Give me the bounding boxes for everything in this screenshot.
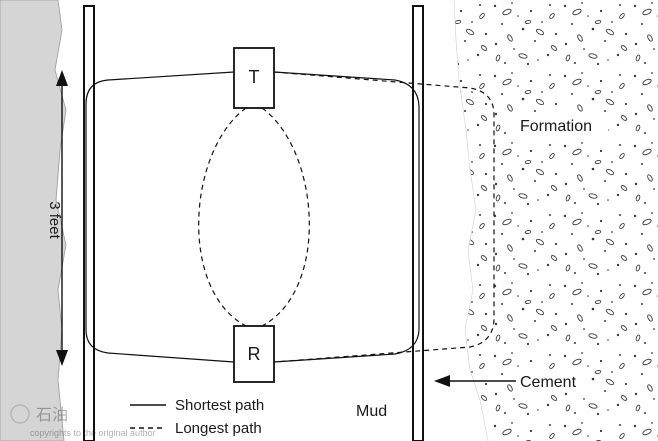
spacing-label: 3 feet [46, 201, 63, 239]
shortest-path-solid [85, 71, 235, 363]
watermark-logo-text: 石油 [36, 406, 68, 424]
watermark: 石油 copyrights to the original author [10, 404, 156, 438]
formation-label-bg [512, 112, 608, 136]
right-casing-wall [412, 5, 424, 441]
legend-solid-label: Shortest path [175, 397, 264, 414]
receiver-label: R [248, 344, 261, 364]
transmitter-box [233, 47, 275, 109]
mud-wave-lens [198, 107, 310, 327]
cement-boundary [453, 0, 489, 441]
shortest-path-solid-right [273, 71, 420, 363]
spacing-arrow-up [56, 70, 68, 86]
cement-label: Cement [520, 374, 577, 391]
legend-dashed-label: Longest path [175, 420, 262, 437]
right-formation [454, 0, 658, 441]
receiver-box [233, 325, 275, 383]
cement-pointer-arrow [434, 375, 450, 387]
left-formation [0, 0, 67, 441]
left-casing-wall [83, 5, 95, 441]
longest-path-dashed [273, 71, 495, 363]
spacing-arrow-down [56, 350, 68, 366]
formation-label: Formation [520, 118, 592, 135]
cement-label-bg [516, 370, 588, 392]
watermark-logo-icon [10, 404, 30, 424]
watermark-caption: copyrights to the original author [30, 428, 156, 438]
transmitter-label: T [249, 67, 260, 87]
mud-label: Mud [356, 403, 387, 420]
